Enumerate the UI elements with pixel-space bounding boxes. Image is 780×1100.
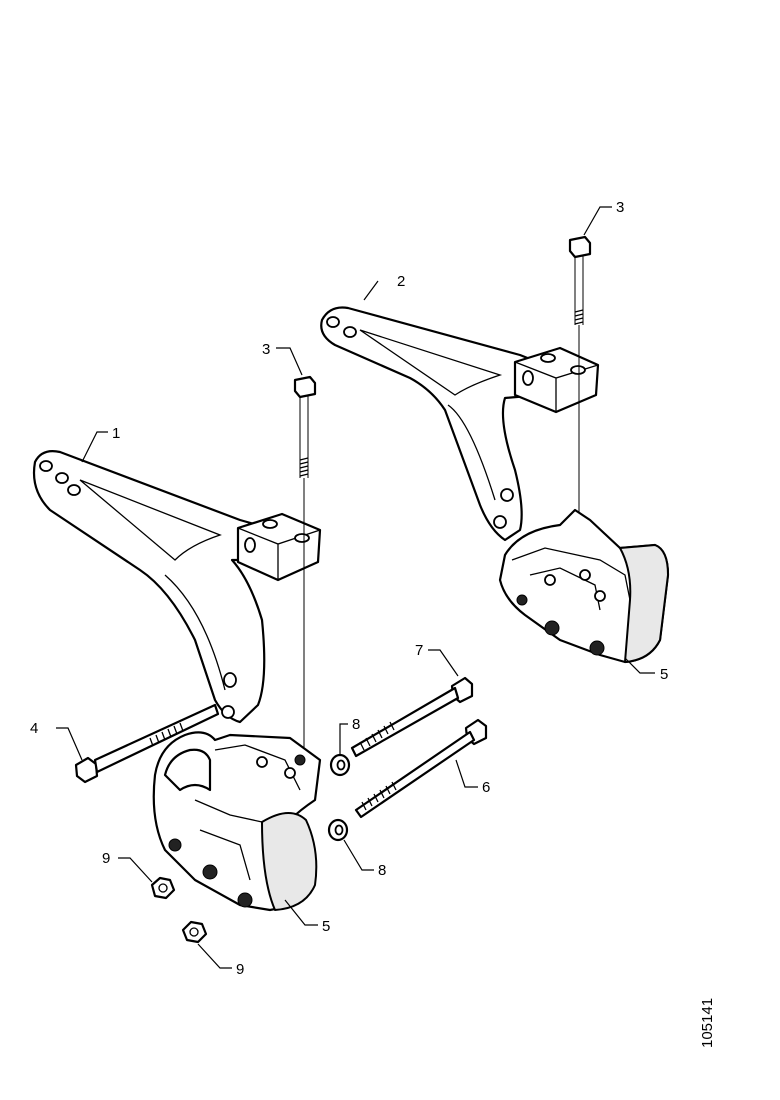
callout-5-right: 5 [660,666,668,683]
callout-4: 4 [30,720,38,737]
bolt-4 [74,703,220,784]
mount-5-left [152,731,322,912]
callout-8-upper: 8 [352,716,360,733]
washer-8-lower [327,818,349,842]
washer-8-upper [329,753,351,777]
bolt-7 [350,676,474,758]
bolt-3-left [293,375,317,750]
nut-9-lower [181,920,208,944]
callout-1: 1 [112,425,120,442]
mount-5-right [498,508,670,664]
callout-9-upper: 9 [102,850,110,867]
callout-9-lower: 9 [236,961,244,978]
callout-7: 7 [415,642,423,659]
figure-reference-number: 105141 [699,998,716,1048]
callout-5-left: 5 [322,918,330,935]
callout-8-lower: 8 [378,862,386,879]
callout-3-right: 3 [616,199,624,216]
bolt-6 [354,718,488,819]
leader-lines [56,206,655,969]
callout-2: 2 [397,273,405,290]
bolt-3-right [568,235,592,560]
bracket-2 [320,306,600,542]
callout-3-left: 3 [262,341,270,358]
bracket-1 [32,450,322,724]
nut-9-upper [150,876,176,900]
callout-6: 6 [482,779,490,796]
